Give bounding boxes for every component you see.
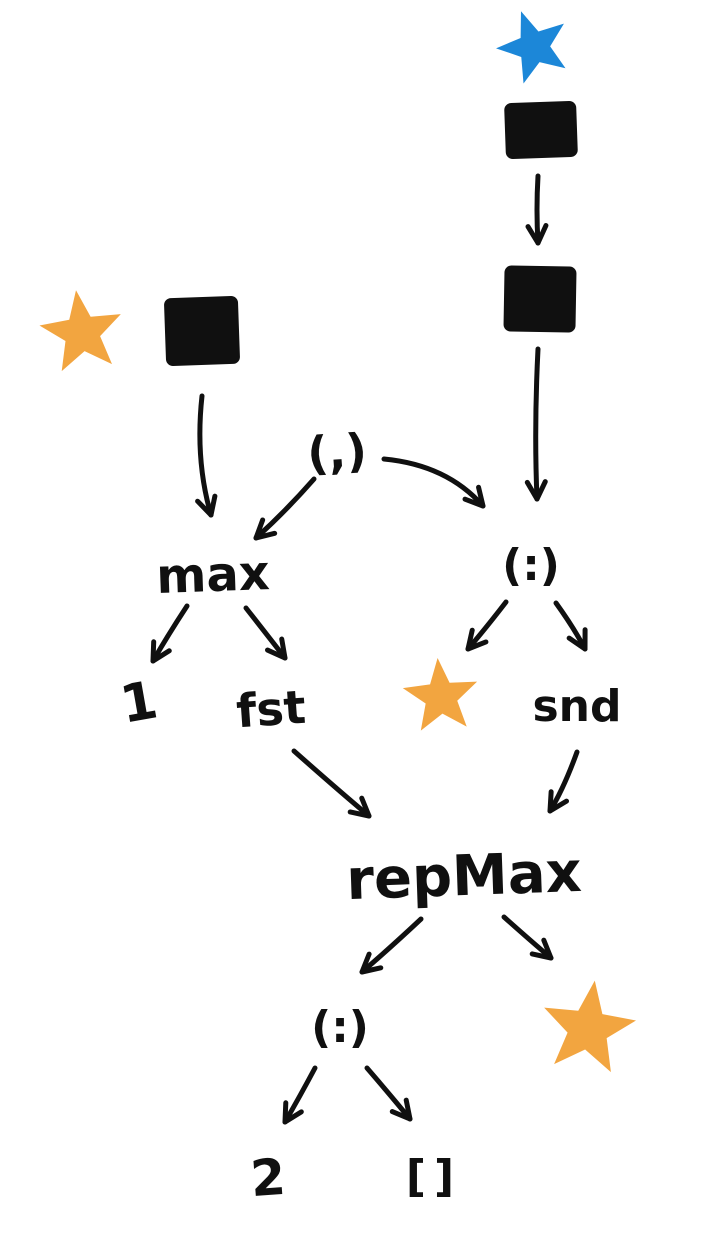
- orange-star-icon-bottom: [536, 974, 641, 1075]
- black-square-left: [164, 295, 240, 367]
- edge-pair-to-cons-top: [381, 456, 486, 509]
- edge-fst-to-repmax: [291, 748, 372, 819]
- black-square-top: [504, 101, 578, 159]
- node-fst: fst: [234, 679, 308, 739]
- edge-cons-top-to-snd: [553, 600, 588, 652]
- node-cons-top: (:): [502, 540, 560, 591]
- edge-cons-top-to-orange-star-middle: [465, 599, 509, 652]
- blue-star-icon: [487, 0, 579, 89]
- edge-cons-bottom-to-two: [282, 1065, 318, 1125]
- edge-max-to-fst: [243, 605, 288, 661]
- edge-cons-bottom-to-nil: [364, 1065, 413, 1122]
- node-two: 2: [248, 1147, 288, 1209]
- node-pair-constructor: (,): [305, 422, 369, 482]
- orange-star-icon-middle: [400, 654, 481, 732]
- node-max: max: [155, 545, 271, 605]
- edge-black-square-left-to-max: [195, 393, 218, 518]
- node-repmax: repMax: [345, 839, 583, 914]
- edge-repmax-to-cons-bottom: [359, 916, 424, 975]
- edge-repmax-to-orange-star-bottom: [501, 914, 554, 961]
- node-cons-bottom: (:): [311, 1002, 369, 1053]
- orange-star-icon-left: [35, 284, 128, 374]
- node-nil: []: [405, 1151, 463, 1202]
- edge-black-square-top-to-black-square-right: [525, 173, 549, 246]
- edge-black-square-right-to-cons-top: [524, 346, 548, 502]
- black-square-right: [503, 265, 577, 333]
- edge-snd-to-repmax: [547, 749, 580, 814]
- edge-max-to-one: [150, 603, 190, 664]
- node-snd: snd: [532, 681, 622, 732]
- edge-pair-to-max: [253, 476, 317, 541]
